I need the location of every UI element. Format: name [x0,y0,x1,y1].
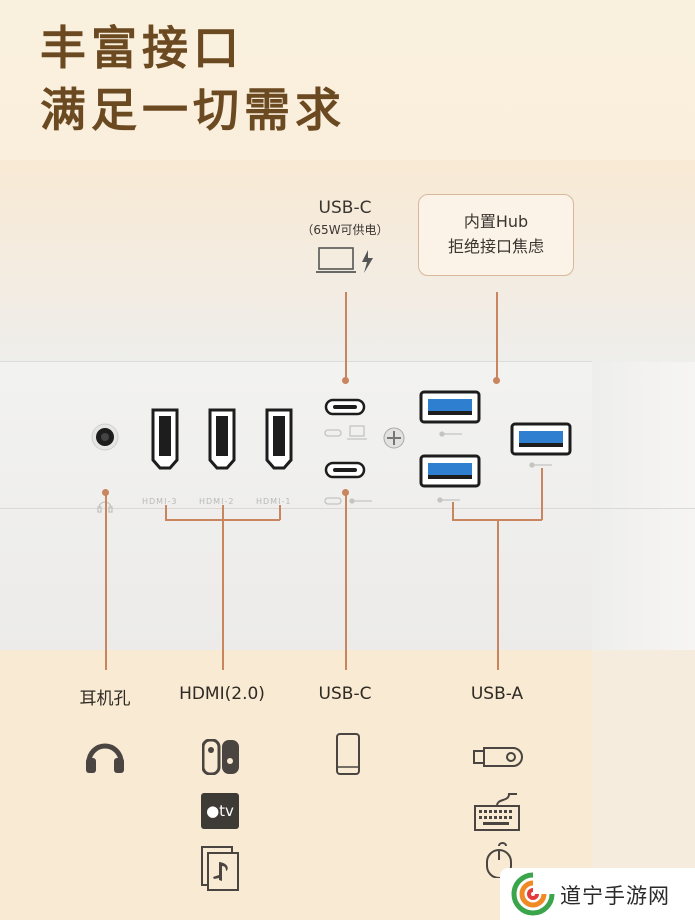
laptop-charge-icon [316,247,373,273]
hdmi-line-left [165,505,167,520]
silk-usbc-laptop [324,425,367,440]
label-headphone: 耳机孔 [79,689,131,709]
usbc-callout-subtitle: （65W可供电） [301,223,389,237]
usbc-line [345,492,347,670]
playstation-icon [201,846,239,891]
headline-line2: 满足一切需求 [40,83,346,137]
port-panel-svg [91,390,572,513]
headphone-dot [102,489,109,496]
hub-callout-line1: 内置Hub [463,212,529,231]
headphone-jack [91,423,119,451]
hdmi-port-2 [208,408,236,470]
apple-logo-icon: ● [206,802,220,820]
usba-port-2 [419,454,481,488]
keyboard-icon [474,793,520,831]
screw [383,427,405,449]
hdmi-line-right [279,505,281,520]
headphone-line [105,492,107,670]
usba-line-right [541,468,543,520]
label-usba: USB-A [470,684,524,704]
usb-drive-icon [473,747,523,767]
label-usbc: USB-C [318,684,372,704]
bottom-section [0,650,592,920]
hdmi-line-bar [165,519,280,521]
headphones-icon [86,743,124,773]
usbc-callout: USB-C （65W可供电） [290,198,400,238]
phone-icon [336,733,360,775]
usbc-callout-dot [342,377,349,384]
apple-tv-text: tv [219,802,234,820]
usba-line-left [452,502,454,520]
hub-callout-line [496,292,498,380]
usbc-port-lower [324,461,366,479]
panel-seam [0,508,695,509]
silk-hdmi3: HDMI-3 [142,497,178,506]
usba-port-3 [510,422,572,456]
hub-callout-dot [493,377,500,384]
silk-usbc-usb [324,497,372,505]
apple-tv-icon: ●tv [201,793,239,829]
io-panel-side [592,362,695,650]
silk-hdmi2: HDMI-2 [199,497,235,506]
nintendo-switch-icon [202,739,239,775]
watermark-logo-icon [511,872,555,916]
hub-callout: 内置Hub 拒绝接口焦虑 [418,194,574,276]
usbc-callout-line [345,292,347,380]
usbc-dot [342,489,349,496]
usba-port-1 [419,390,481,424]
hdmi-port-1 [265,408,293,470]
hdmi-line-mid [222,505,224,670]
headline-line1: 丰富接口 [40,21,244,75]
silk-hdmi1: HDMI-1 [256,497,292,506]
monitor-rear-upper [0,160,695,365]
label-hdmi: HDMI(2.0) [179,684,265,704]
watermark-text: 道宁手游网 [560,884,670,908]
usbc-callout-title: USB-C [318,198,372,218]
mouse-icon [486,842,512,878]
usba-line-mid [497,519,499,670]
usbc-port-upper [324,398,366,416]
silk-usb-symbols [437,431,552,503]
hub-callout-line2: 拒绝接口焦虑 [447,237,544,256]
hdmi-port-3 [151,408,179,470]
